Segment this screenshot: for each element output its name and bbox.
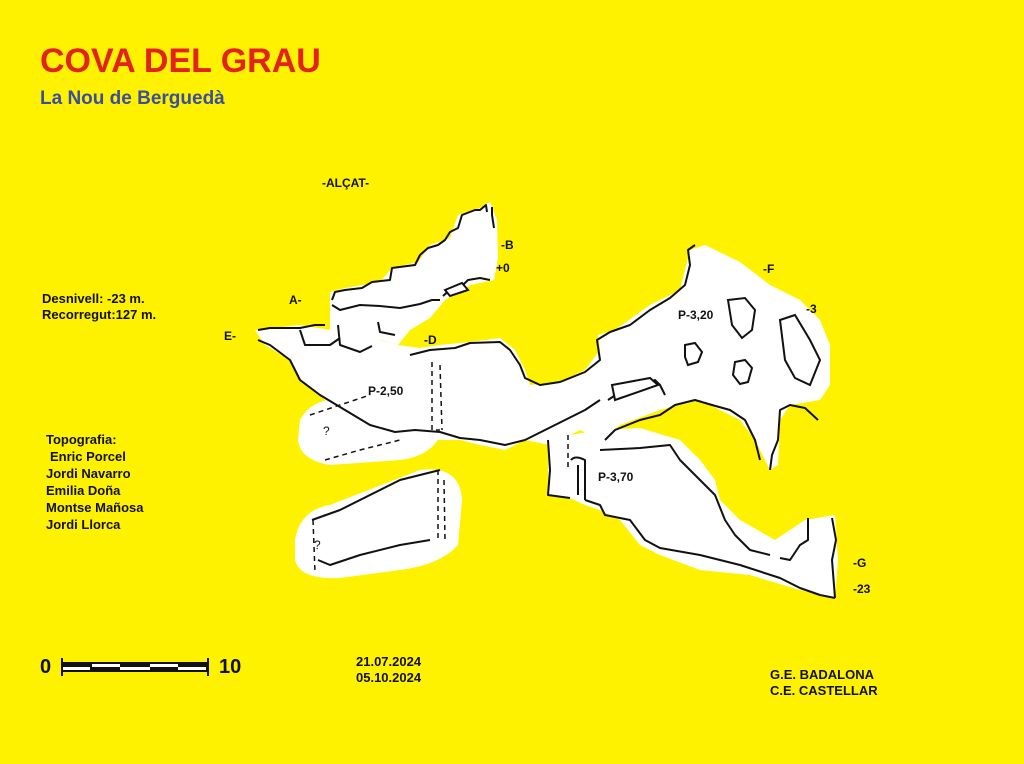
author-name: Enric Porcel (50, 449, 126, 464)
view-label-alcat: -ALÇAT- (322, 176, 370, 190)
topografia-heading: Topografia: (46, 432, 117, 447)
survey-date: 21.07.2024 (356, 654, 422, 669)
topografia-credits: Topografia: Enric Porcel Jordi Navarro E… (46, 431, 144, 533)
point-g-level: -23 (853, 582, 871, 596)
point-f-label: -F (763, 262, 775, 276)
point-b-label: -B (501, 238, 514, 252)
point-b-level: +0 (496, 261, 510, 275)
unknown-mark: ? (323, 424, 330, 438)
dashed-passages (309, 362, 569, 573)
group-name: C.E. CASTELLAR (770, 683, 878, 698)
scale-bar-graphic (61, 658, 209, 676)
pit-label-p250: P-2,50 (368, 384, 404, 398)
desnivell-text: Desnivell: -23 m. (42, 291, 145, 306)
scale-end: 10 (219, 656, 242, 678)
point-d-label: -D (424, 333, 437, 347)
unknown-mark: ? (314, 538, 321, 552)
stats-block: Desnivell: -23 m. Recorregut:127 m. (42, 291, 156, 323)
cave-fill (255, 202, 838, 598)
point-a-label: A- (289, 293, 302, 307)
map-subtitle: La Nou de Berguedà (40, 88, 225, 109)
author-name: Jordi Llorca (46, 517, 121, 532)
survey-groups: G.E. BADALONA C.E. CASTELLAR (770, 667, 878, 699)
recorregut-text: Recorregut:127 m. (42, 307, 157, 322)
survey-date: 05.10.2024 (356, 670, 422, 685)
author-name: Jordi Navarro (46, 466, 131, 481)
group-name: G.E. BADALONA (770, 667, 874, 682)
map-title: COVA DEL GRAU (40, 42, 321, 80)
point-e-label: E- (224, 329, 236, 343)
cave-outline (257, 204, 837, 599)
pit-label-p370: P-3,70 (598, 470, 634, 484)
point-f-level: -3 (806, 302, 817, 316)
point-g-label: -G (853, 556, 867, 570)
survey-dates: 21.07.2024 05.10.2024 (356, 654, 421, 686)
author-name: Emilia Doña (46, 483, 121, 498)
scale-start: 0 (40, 656, 52, 678)
pit-label-p320: P-3,20 (678, 308, 714, 322)
boulders (443, 281, 822, 402)
author-name: Montse Mañosa (46, 500, 144, 515)
